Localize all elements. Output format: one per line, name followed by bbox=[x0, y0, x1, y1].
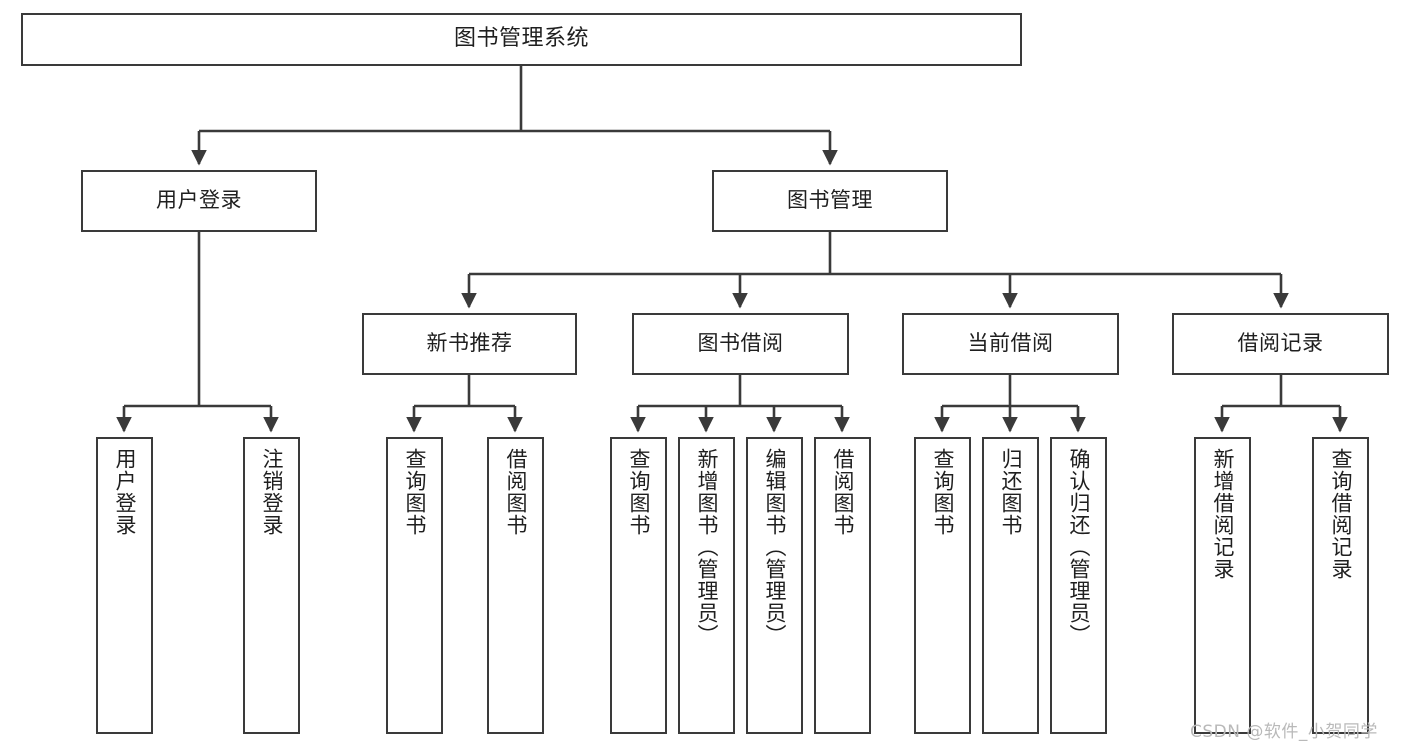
leaf-new-book-query-book[interactable]: 查询图书 bbox=[386, 437, 443, 734]
node-current-borrow[interactable]: 当前借阅 bbox=[902, 313, 1119, 375]
leaf-book-borrow-edit-book-admin[interactable]: 编辑图书（管理员） bbox=[746, 437, 803, 734]
node-label: 借阅图书 bbox=[503, 448, 528, 536]
node-label: 查询图书 bbox=[626, 448, 651, 536]
leaf-new-book-borrow-book[interactable]: 借阅图书 bbox=[487, 437, 544, 734]
node-label: 归还图书 bbox=[998, 448, 1023, 536]
node-label: 注销登录 bbox=[259, 448, 284, 536]
node-label: 图书借阅 bbox=[697, 331, 784, 356]
node-user-login[interactable]: 用户登录 bbox=[81, 170, 317, 232]
node-book-management[interactable]: 图书管理 bbox=[712, 170, 948, 232]
node-label: 查询图书 bbox=[930, 448, 955, 536]
node-label: 查询图书 bbox=[402, 448, 427, 536]
node-label: 图书管理 bbox=[787, 188, 873, 213]
node-label: 用户登录 bbox=[112, 448, 137, 536]
node-label: 借阅记录 bbox=[1237, 331, 1324, 356]
node-label: 编辑图书（管理员） bbox=[762, 448, 787, 646]
node-label: 新增图书（管理员） bbox=[694, 448, 719, 646]
leaf-borrow-record-add-record[interactable]: 新增借阅记录 bbox=[1194, 437, 1251, 734]
node-label: 新增借阅记录 bbox=[1210, 448, 1235, 580]
node-label: 当前借阅 bbox=[967, 331, 1054, 356]
leaf-current-borrow-query-book[interactable]: 查询图书 bbox=[914, 437, 971, 734]
node-borrow-record[interactable]: 借阅记录 bbox=[1172, 313, 1389, 375]
node-label: 查询借阅记录 bbox=[1328, 448, 1353, 580]
leaf-book-borrow-add-book-admin[interactable]: 新增图书（管理员） bbox=[678, 437, 735, 734]
node-label: 图书管理系统 bbox=[453, 26, 589, 52]
node-label: 确认归还（管理员） bbox=[1066, 448, 1091, 646]
node-label: 用户登录 bbox=[156, 188, 242, 213]
leaf-book-borrow-query-book[interactable]: 查询图书 bbox=[610, 437, 667, 734]
leaf-user-login-logout[interactable]: 注销登录 bbox=[243, 437, 300, 734]
csdn-watermark: CSDN @软件_小贺同学 bbox=[1190, 722, 1378, 742]
leaf-borrow-record-query-record[interactable]: 查询借阅记录 bbox=[1312, 437, 1369, 734]
leaf-book-borrow-borrow-book[interactable]: 借阅图书 bbox=[814, 437, 871, 734]
leaf-user-login-login[interactable]: 用户登录 bbox=[96, 437, 153, 734]
node-label: 借阅图书 bbox=[830, 448, 855, 536]
leaf-current-borrow-confirm-return-admin[interactable]: 确认归还（管理员） bbox=[1050, 437, 1107, 734]
node-label: 新书推荐 bbox=[426, 331, 513, 356]
node-book-borrow[interactable]: 图书借阅 bbox=[632, 313, 849, 375]
node-new-book-recommend[interactable]: 新书推荐 bbox=[362, 313, 577, 375]
node-root-book-management-system[interactable]: 图书管理系统 bbox=[21, 13, 1022, 66]
leaf-current-borrow-return-book[interactable]: 归还图书 bbox=[982, 437, 1039, 734]
